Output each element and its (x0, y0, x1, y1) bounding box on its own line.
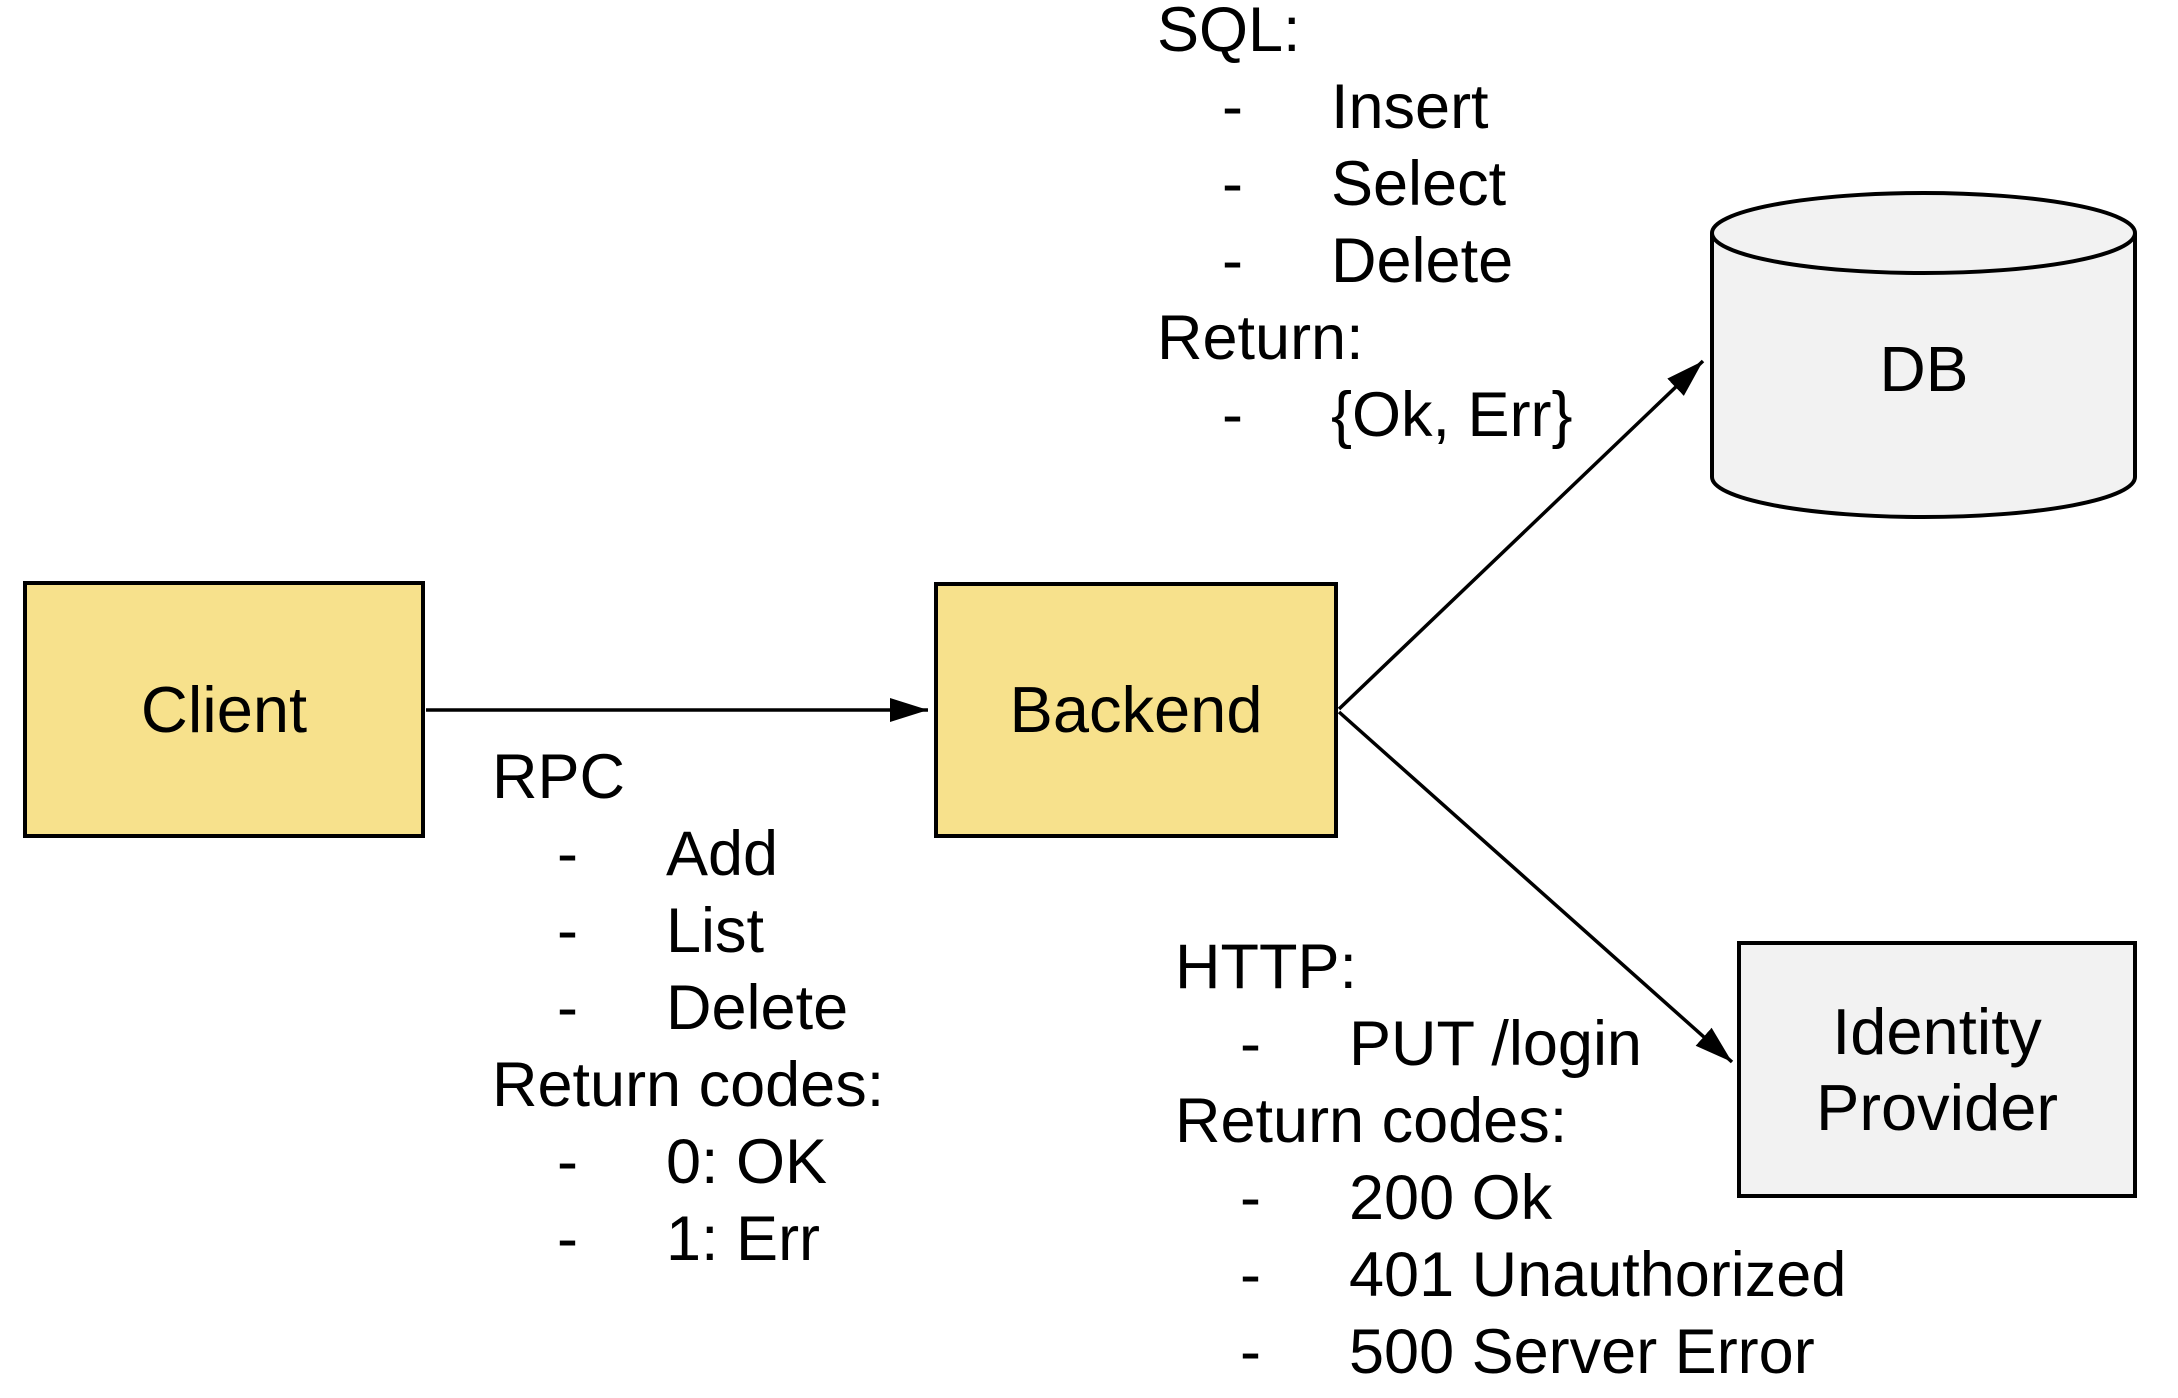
annotation-heading-line: SQL: (1157, 0, 1301, 65)
annotation-heading-line: Return codes: (1175, 1086, 1568, 1156)
bullet-text: PUT /login (1349, 1009, 1642, 1079)
annotation-bullet-line: - Add (492, 816, 884, 893)
bullet-text: 401 Unauthorized (1349, 1240, 1847, 1310)
db-cylinder-body (1710, 233, 2137, 519)
backend-to-db-arrow (1337, 359, 1705, 711)
annotation-heading-line: Return: (1157, 303, 1364, 373)
bullet-text: {Ok, Err} (1331, 380, 1573, 450)
bullet-dash: - (557, 896, 578, 966)
db-cylinder (1710, 191, 2137, 519)
bullet-dash: - (1222, 149, 1243, 219)
annotation-bullet-line: - Delete (1157, 223, 1513, 300)
bullet-text: Select (1331, 149, 1507, 219)
annotation-bullet-line: - PUT /login (1175, 1006, 1642, 1083)
bullet-dash: - (1240, 1317, 1261, 1387)
identity-provider-node-label: Identity Provider (1815, 994, 2059, 1144)
client-node-label: Client (140, 672, 308, 746)
annotation-bullet-line: - 200 Ok (1175, 1160, 1567, 1237)
annotation-bullet-line: - Select (1157, 146, 1506, 223)
bullet-dash: - (1240, 1163, 1261, 1233)
db-node-label: DB (1879, 333, 1969, 405)
bullet-text: 1: Err (666, 1204, 821, 1274)
annotation-bullet-line: - Insert (1157, 69, 1489, 146)
annotation-heading-line: Return codes: (492, 1050, 885, 1120)
bullet-text: List (666, 896, 765, 966)
bullet-text: Insert (1331, 72, 1489, 142)
bullet-dash: - (1222, 226, 1243, 296)
backend-to-identity-provider-arrow (1337, 710, 1734, 1064)
annotation-bullet-line: - 500 Server Error (1175, 1314, 1815, 1391)
annotation-bullet-line: - 1: Err (492, 1201, 884, 1278)
db-cylinder-top (1710, 191, 2137, 275)
annotation-bullet-line: - {Ok, Err} (1157, 377, 1573, 454)
annotation-bullet-line: - 401 Unauthorized (1175, 1237, 1846, 1314)
annotation-bullet-line: - Delete (492, 970, 884, 1047)
annotation-heading-line: HTTP: (1175, 932, 1357, 1002)
bullet-dash: - (557, 1204, 578, 1274)
bullet-text: 0: OK (666, 1127, 828, 1197)
annotation-bullet-line: - List (492, 893, 884, 970)
bullet-dash: - (557, 973, 578, 1043)
identity-provider-node: Identity Provider (1737, 941, 2137, 1198)
bullet-text: Delete (666, 973, 849, 1043)
bullet-text: 500 Server Error (1349, 1317, 1815, 1387)
bullet-dash: - (1222, 72, 1243, 142)
bullet-text: Delete (1331, 226, 1514, 296)
client-node: Client (23, 581, 425, 838)
bullet-dash: - (1240, 1240, 1261, 1310)
bullet-dash: - (557, 819, 578, 889)
bullet-dash: - (557, 1127, 578, 1197)
annotation-bullet-line: - 0: OK (492, 1124, 884, 1201)
bullet-dash: - (1222, 380, 1243, 450)
bullet-text: Add (666, 819, 779, 889)
bullet-dash: - (1240, 1009, 1261, 1079)
backend-node: Backend (934, 582, 1338, 838)
annotation-heading-line: RPC (492, 742, 626, 812)
backend-node-label: Backend (1009, 673, 1263, 746)
bullet-text: 200 Ok (1349, 1163, 1553, 1233)
